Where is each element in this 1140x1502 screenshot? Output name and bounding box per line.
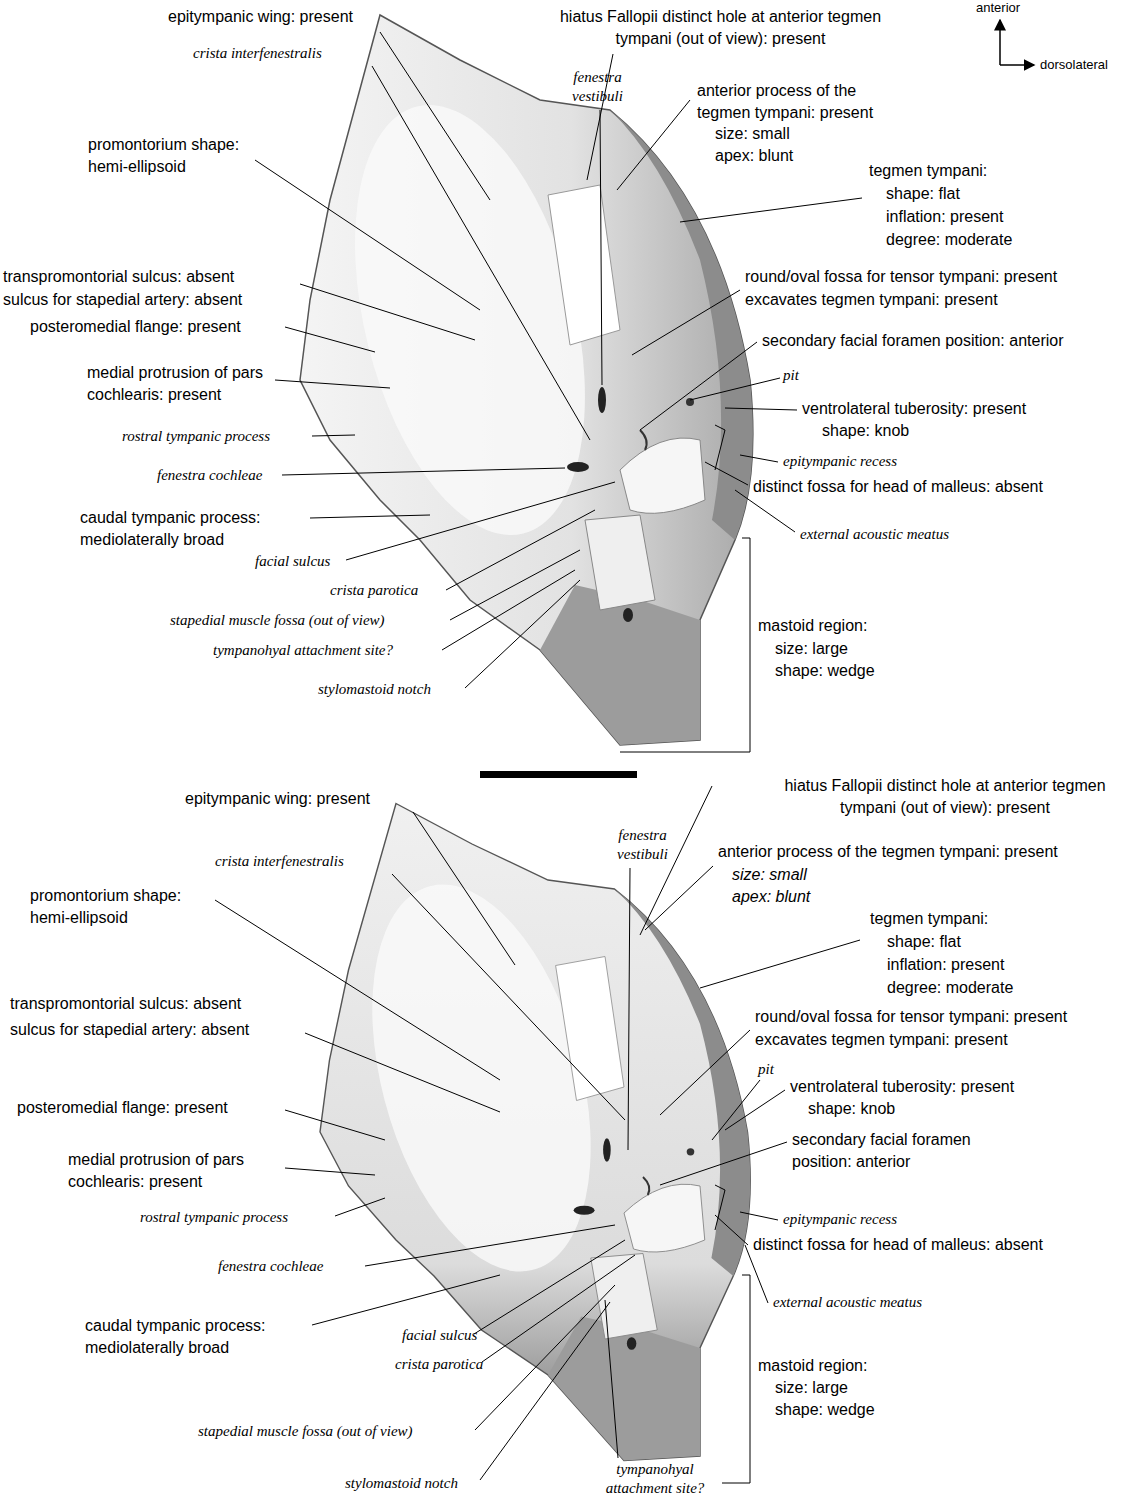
- leader-lines: [215, 32, 862, 1483]
- orientation-label: anterior: [976, 0, 1020, 16]
- anatomy-label: stapedial muscle fossa (out of view): [170, 611, 385, 630]
- anatomy-label: promontorium shape: hemi-ellipsoid: [30, 885, 210, 929]
- anatomy-label: crista interfenestralis: [215, 852, 344, 871]
- anatomy-label: tympanohyal attachment site?: [213, 641, 393, 660]
- anatomy-label: rostral tympanic process: [122, 427, 270, 446]
- anatomy-label: tegmen tympani:: [870, 908, 988, 930]
- anatomy-label: hiatus Fallopii distinct hole at anterio…: [775, 775, 1115, 819]
- anatomy-label: caudal tympanic process: mediolaterally …: [80, 507, 305, 551]
- anatomy-label: secondary facial foramen position: anter…: [792, 1129, 1032, 1173]
- anatomy-label: degree: moderate: [886, 229, 1012, 251]
- anatomy-label: size: small: [732, 864, 807, 886]
- anatomy-label: excavates tegmen tympani: present: [745, 289, 998, 311]
- anatomy-label: crista parotica: [395, 1355, 483, 1374]
- anatomy-label: stylomastoid notch: [318, 680, 431, 699]
- anatomy-label: fenestra cochleae: [157, 466, 262, 485]
- anatomy-label: tympanohyal attachment site?: [590, 1460, 720, 1498]
- petrosal-drawing: [300, 15, 753, 745]
- anatomy-label: external acoustic meatus: [773, 1293, 922, 1312]
- anatomy-label: shape: knob: [808, 1098, 895, 1120]
- anatomy-label: secondary facial foramen position: anter…: [762, 330, 1064, 352]
- anatomy-label: round/oval fossa for tensor tympani: pre…: [745, 266, 1057, 288]
- anatomy-label: shape: flat: [886, 183, 960, 205]
- anatomy-label: medial protrusion of pars cochlearis: pr…: [68, 1149, 268, 1193]
- anatomy-label: shape: wedge: [775, 660, 875, 682]
- anatomy-label: fenestra cochleae: [218, 1257, 323, 1276]
- anatomy-label: size: large: [775, 638, 848, 660]
- anatomy-label: shape: knob: [822, 420, 909, 442]
- anatomy-label: degree: moderate: [887, 977, 1013, 999]
- anatomy-label: tegmen tympani:: [869, 160, 987, 182]
- anatomy-label: anterior process of the tegmen tympani: …: [718, 841, 1058, 863]
- anatomy-label: apex: blunt: [732, 886, 810, 908]
- anatomy-label: pit: [783, 366, 799, 385]
- anatomy-label: shape: wedge: [775, 1399, 875, 1421]
- anatomy-label: transpromontorial sulcus: absent: [3, 266, 234, 288]
- anatomy-label: ventrolateral tuberosity: present: [802, 398, 1026, 420]
- anatomy-label: fenestra vestibuli: [605, 826, 680, 864]
- anatomy-label: stylomastoid notch: [345, 1474, 458, 1493]
- anatomy-label: fenestra vestibuli: [560, 68, 635, 106]
- anatomy-label: size: small: [715, 123, 790, 145]
- anatomy-label: distinct fossa for head of malleus: abse…: [753, 476, 1043, 498]
- anatomy-label: crista parotica: [330, 581, 418, 600]
- anatomy-label: posteromedial flange: present: [17, 1097, 228, 1119]
- anatomy-label: transpromontorial sulcus: absent: [10, 993, 241, 1015]
- scale-bar: [480, 771, 637, 778]
- anatomy-label: sulcus for stapedial artery: absent: [10, 1019, 249, 1041]
- anatomy-label: sulcus for stapedial artery: absent: [3, 289, 242, 311]
- anatomy-label: apex: blunt: [715, 145, 793, 167]
- anatomy-label: external acoustic meatus: [800, 525, 949, 544]
- anatomy-label: medial protrusion of pars cochlearis: pr…: [87, 362, 282, 406]
- anatomy-label: inflation: present: [886, 206, 1003, 228]
- anatomy-label: round/oval fossa for tensor tympani: pre…: [755, 1006, 1067, 1028]
- anatomy-label: rostral tympanic process: [140, 1208, 288, 1227]
- anatomy-label: ventrolateral tuberosity: present: [790, 1076, 1014, 1098]
- anatomy-label: epitympanic wing: present: [185, 788, 370, 810]
- anatomy-label: inflation: present: [887, 954, 1004, 976]
- anatomy-label: facial sulcus: [255, 552, 330, 571]
- anatomy-label: epitympanic wing: present: [168, 6, 353, 28]
- anatomy-label: hiatus Fallopii distinct hole at anterio…: [548, 6, 893, 50]
- anatomy-label: stapedial muscle fossa (out of view): [198, 1422, 413, 1441]
- petrosal-photo: [320, 804, 750, 1461]
- anatomy-label: pit: [758, 1060, 774, 1079]
- orientation-arrows: [1000, 20, 1034, 65]
- anatomy-label: distinct fossa for head of malleus: abse…: [753, 1234, 1043, 1256]
- anatomy-label: mastoid region:: [758, 615, 867, 637]
- anatomy-label: shape: flat: [887, 931, 961, 953]
- anatomy-label: epitympanic recess: [783, 1210, 897, 1229]
- anatomy-label: posteromedial flange: present: [30, 316, 241, 338]
- anatomy-label: caudal tympanic process: mediolaterally …: [85, 1315, 310, 1359]
- anatomy-label: epitympanic recess: [783, 452, 897, 471]
- anatomy-label: anterior process of the tegmen tympani: …: [697, 80, 902, 124]
- orientation-label: dorsolateral: [1040, 57, 1108, 73]
- anatomy-label: excavates tegmen tympani: present: [755, 1029, 1008, 1051]
- anatomy-label: mastoid region:: [758, 1355, 867, 1377]
- anatomy-label: facial sulcus: [402, 1326, 477, 1345]
- anatomy-label: size: large: [775, 1377, 848, 1399]
- anatomy-label: crista interfenestralis: [193, 44, 322, 63]
- anatomy-label: promontorium shape: hemi-ellipsoid: [88, 134, 263, 178]
